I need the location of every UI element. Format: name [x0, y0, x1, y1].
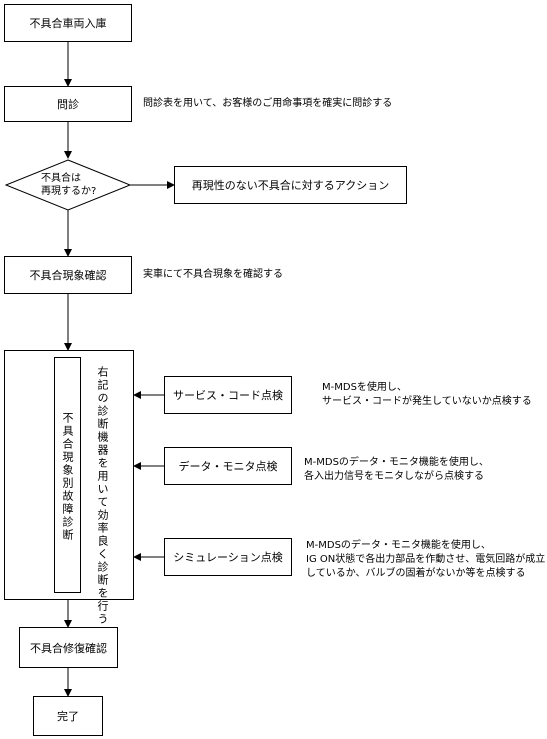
- step-repair-verify: 不具合修復確認: [19, 627, 118, 668]
- step-repair-verify-label: 不具合修復確認: [30, 641, 107, 655]
- service-code-note-line1: M-MDSを使用し、: [322, 382, 407, 393]
- step-vehicle-intake-label: 不具合車両入庫: [29, 17, 107, 30]
- data-monitor-note-line2: 各入出力信号をモニタしながら点検する: [304, 471, 484, 482]
- step-symptom-check-note: 実車にて不具合現象を確認する: [143, 269, 283, 280]
- step-complete: 完了: [33, 696, 103, 736]
- step-interview: 問診: [4, 86, 132, 122]
- step-interview-label: 問診: [57, 98, 79, 111]
- decision-label-line1: 不具合は: [41, 173, 81, 184]
- simulation-note-line3: しているか、バルブの固着がないか等を点検する: [306, 568, 526, 579]
- step-symptom-check-label: 不具合現象確認: [29, 269, 107, 282]
- service-code-check: サービス・コード点検: [164, 376, 292, 414]
- action-non-reproducible: 再現性のない不具合に対するアクション: [174, 166, 407, 204]
- simulation-check: シミュレーション点検: [164, 538, 292, 576]
- action-non-reproducible-label: 再現性のない不具合に対するアクション: [191, 179, 390, 192]
- simulation-note: M-MDSのデータ・モニタ機能を使用し、 IG ON状態で各出力部品を作動させ、…: [306, 539, 545, 581]
- data-monitor-note-line1: M-MDSのデータ・モニタ機能を使用し、: [304, 457, 489, 468]
- step-complete-label: 完了: [57, 710, 79, 723]
- step-symptom-check: 不具合現象確認: [4, 256, 132, 294]
- service-code-check-label: サービス・コード点検: [173, 389, 283, 402]
- service-code-note-line2: サービス・コードが発生していないか点検する: [322, 396, 532, 407]
- simulation-note-line1: M-MDSのデータ・モニタ機能を使用し、: [306, 540, 491, 551]
- data-monitor-check: データ・モニタ点検: [164, 447, 292, 485]
- simulation-note-line2: IG ON状態で各出力部品を作動させ、電気回路が成立: [306, 554, 546, 565]
- step-vehicle-intake: 不具合車両入庫: [4, 4, 132, 42]
- data-monitor-check-label: データ・モニタ点検: [178, 460, 278, 473]
- decision-label: 不具合は 再現するか?: [41, 172, 96, 198]
- step-interview-note: 問診表を用いて、お客様のご用命事項を確実に問診する: [143, 98, 393, 109]
- decision-label-line2: 再現するか?: [41, 186, 97, 197]
- service-code-note: M-MDSを使用し、 サービス・コードが発生していないか点検する: [322, 381, 532, 409]
- diagnosis-inner-box: [54, 357, 81, 593]
- diagnosis-inner-label: 不具合現象別故障診断: [61, 412, 74, 542]
- simulation-check-label: シミュレーション点検: [173, 551, 283, 564]
- diagnosis-description: 右記の診断機器を用いて効率良く診断を行う: [96, 366, 109, 626]
- data-monitor-note: M-MDSのデータ・モニタ機能を使用し、 各入出力信号をモニタしながら点検する: [304, 456, 489, 484]
